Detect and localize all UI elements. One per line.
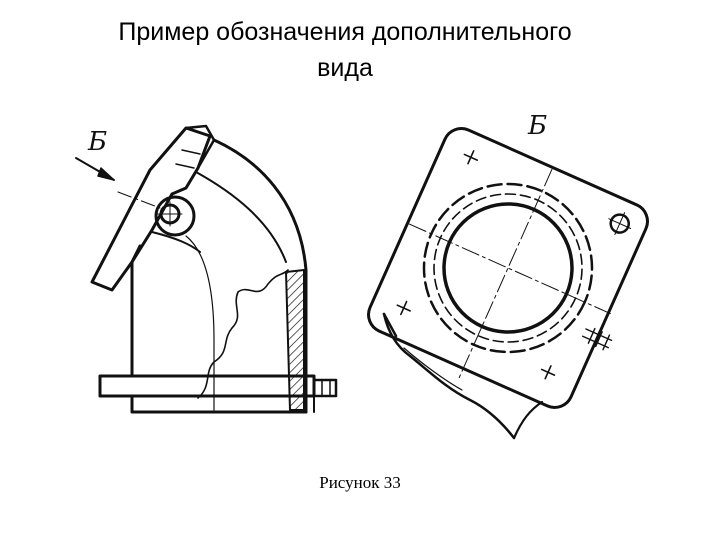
- view-arrow-head: [97, 167, 115, 181]
- view-label-left: Б: [87, 127, 107, 157]
- slide-title-line-1: Пример обозначения дополнительного: [118, 18, 572, 46]
- flange-axis: [117, 191, 161, 209]
- right-view-drawing: Б: [367, 111, 649, 440]
- bottom-body: [130, 394, 308, 414]
- lower-body-left: [382, 312, 398, 338]
- threaded-hole-center-v: [614, 212, 626, 236]
- flange-boss: [184, 124, 216, 170]
- lower-body-inner: [403, 347, 463, 391]
- figure-caption: Рисунок 33: [319, 473, 401, 492]
- lower-body-right: [512, 400, 544, 440]
- bottom-boss: [312, 378, 338, 398]
- corner-bolt-marks: [396, 150, 556, 380]
- flange-boss-line-2: [175, 163, 195, 169]
- bolt-circle-dashed: [422, 182, 594, 354]
- center-line-v: [457, 168, 553, 380]
- slanted-flange: [90, 126, 212, 292]
- left-part-drawing: Б: [75, 124, 338, 414]
- elbow-inner-wall: [195, 171, 287, 263]
- elbow-outer-wall: [212, 138, 308, 414]
- bolt-boss: [154, 195, 196, 237]
- break-line: [197, 269, 289, 399]
- slide-title-line-2: вида: [317, 54, 373, 82]
- side-boss: [581, 327, 613, 351]
- square-flange-outline: [367, 127, 649, 409]
- flange-boss-line: [181, 149, 201, 155]
- center-line-h: [408, 223, 611, 315]
- body-left-edge: [130, 244, 142, 378]
- inner-dashed-circle: [433, 193, 583, 343]
- bore-contour: [185, 235, 215, 411]
- lower-body-edge: [382, 312, 516, 440]
- view-label-right: Б: [527, 111, 547, 141]
- section-hatch: [285, 269, 305, 411]
- body-neck: [151, 231, 201, 253]
